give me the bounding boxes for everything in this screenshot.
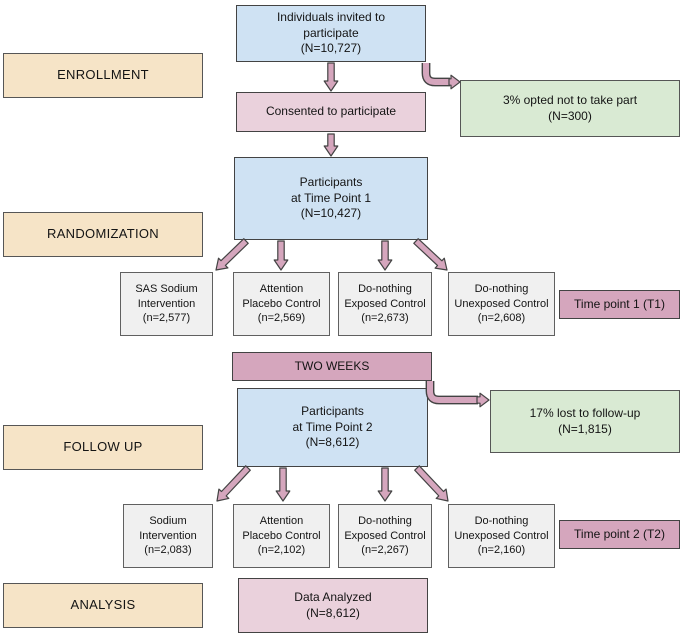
group-t1-sas-sodium-intervention: SAS Sodium Intervention (n=2,577) xyxy=(120,272,213,336)
group-t2-do-nothing-exposed-control: Do-nothing Exposed Control (n=2,267) xyxy=(338,504,432,568)
group-t1-do-nothing-exposed-control: Do-nothing Exposed Control (n=2,673) xyxy=(338,272,432,336)
node-data-analyzed: Data Analyzed (N=8,612) xyxy=(238,578,428,633)
node-timepoint-2: Participants at Time Point 2 (N=8,612) xyxy=(237,388,428,467)
stage-randomization-label: RANDOMIZATION xyxy=(3,212,203,257)
node-timepoint-1: Participants at Time Point 1 (N=10,427) xyxy=(234,157,428,240)
group-t2-sodium-intervention: Sodium Intervention (n=2,083) xyxy=(123,504,213,568)
stage-analysis-label: ANALYSIS xyxy=(3,583,203,628)
group-t2-do-nothing-unexposed-control: Do-nothing Unexposed Control (n=2,160) xyxy=(448,504,555,568)
stage-enrollment-label: ENROLLMENT xyxy=(3,53,203,98)
group-t1-do-nothing-unexposed-control: Do-nothing Unexposed Control (n=2,608) xyxy=(448,272,555,336)
group-t2-attention-placebo-control: Attention Placebo Control (n=2,102) xyxy=(233,504,330,568)
note-opted-out: 3% opted not to take part (N=300) xyxy=(460,80,680,137)
group-t1-attention-placebo-control: Attention Placebo Control (n=2,569) xyxy=(233,272,330,336)
stage-follow-up-label: FOLLOW UP xyxy=(3,425,203,470)
node-individuals-invited: Individuals invited to participate (N=10… xyxy=(236,5,426,62)
note-lost-to-followup: 17% lost to follow-up (N=1,815) xyxy=(490,390,680,453)
side-label-timepoint-1: Time point 1 (T1) xyxy=(559,290,680,319)
node-consented: Consented to participate xyxy=(236,92,426,132)
interval-two-weeks: TWO WEEKS xyxy=(232,352,432,381)
side-label-timepoint-2: Time point 2 (T2) xyxy=(559,520,680,549)
